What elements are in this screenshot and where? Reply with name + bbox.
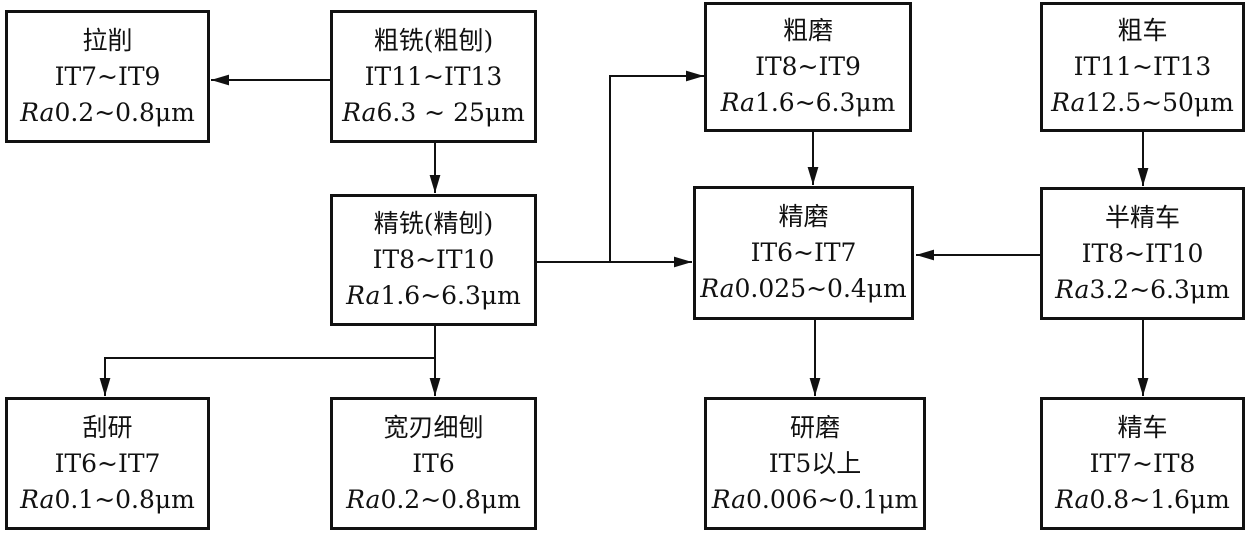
ra-symbol: Ra [346,281,381,310]
node-roughness: Ra12.5~50μm [1051,85,1234,121]
ra-value: 3.2~6.3μm [1089,274,1230,304]
node-jingmo: 精磨 IT6~IT7 Ra0.025~0.4μm [693,186,914,320]
ra-value: 1.6~6.3μm [380,281,521,310]
ra-value: 0.2~0.8μm [54,97,195,127]
node-grade: IT8~IT10 [372,245,495,274]
arrow-jingxi-to-cumo [609,70,704,262]
node-yanmo: 研磨 IT5以上 Ra0.006~0.1μm [704,397,926,530]
ra-value: 0.006~0.1μm [746,484,919,514]
node-roughness: Ra0.8~1.6μm [1055,482,1230,518]
ra-symbol: Ra [1055,274,1090,304]
node-roughness: Ra0.025~0.4μm [700,271,907,307]
ra-value: 1.6~6.3μm [754,88,896,117]
node-roughness: Ra0.2~0.8μm [20,95,195,131]
node-title: 宽刃细刨 [383,412,484,442]
node-roughness: Ra1.6~6.3μm [721,85,896,121]
node-grade: IT8~IT9 [755,52,861,81]
ra-symbol: Ra [346,484,381,514]
node-grade: IT11~IT13 [364,61,503,91]
ra-symbol: Ra [20,484,55,514]
node-guayan: 刮研 IT6~IT7 Ra0.1~0.8μm [5,397,210,530]
node-roughness: Ra0.006~0.1μm [712,482,919,518]
node-roughness: Ra1.6~6.3μm [346,278,521,314]
node-title: 粗铣(粗刨) [373,25,494,55]
node-grade: IT11~IT13 [1073,52,1212,81]
arrow-jingxi-to-guayan [99,357,435,396]
ra-symbol: Ra [342,97,377,127]
ra-symbol: Ra [711,484,747,514]
node-title: 粗磨 [782,16,833,45]
node-title: 研磨 [789,412,840,442]
ra-value: 0.1~0.8μm [54,484,195,514]
node-jingxi: 精铣(精刨) IT8~IT10 Ra1.6~6.3μm [330,194,537,326]
node-grade: IT7~IT9 [54,61,161,91]
node-cuche: 粗车 IT11~IT13 Ra12.5~50μm [1040,2,1245,132]
node-title: 精车 [1117,412,1168,442]
node-jingche: 精车 IT7~IT8 Ra0.8~1.6μm [1040,397,1245,530]
node-roughness: Ra0.1~0.8μm [20,482,195,518]
ra-symbol: Ra [700,274,735,303]
node-grade: IT5以上 [768,448,862,478]
ra-value: 6.3 ~ 25μm [376,97,525,127]
node-roughness: Ra6.3 ~ 25μm [342,95,525,131]
node-title: 精磨 [778,202,829,231]
node-title: 半精车 [1104,202,1180,232]
node-grade: IT6 [412,448,455,478]
node-banjingche: 半精车 IT8~IT10 Ra3.2~6.3μm [1040,187,1245,320]
node-grade: IT6~IT7 [54,448,161,478]
node-kuanren: 宽刃细刨 IT6 Ra0.2~0.8μm [330,397,537,530]
ra-value: 12.5~50μm [1085,88,1234,117]
ra-symbol: Ra [1055,484,1090,514]
node-cumo: 粗磨 IT8~IT9 Ra1.6~6.3μm [704,2,912,132]
ra-value: 0.2~0.8μm [380,484,521,514]
node-grade: IT6~IT7 [750,238,857,267]
ra-symbol: Ra [720,88,755,117]
node-roughness: Ra0.2~0.8μm [346,482,521,518]
node-grade: IT8~IT10 [1081,238,1204,268]
ra-value: 0.8~1.6μm [1089,484,1230,514]
ra-value: 0.025~0.4μm [734,274,907,303]
node-title: 刮研 [82,412,133,442]
ra-symbol: Ra [1051,88,1086,117]
node-lashao: 拉削 IT7~IT9 Ra0.2~0.8μm [5,10,210,143]
node-cuxi: 粗铣(粗刨) IT11~IT13 Ra6.3 ~ 25μm [330,10,537,143]
node-roughness: Ra3.2~6.3μm [1055,272,1230,308]
ra-symbol: Ra [20,97,55,127]
node-title: 拉削 [82,25,133,55]
node-grade: IT7~IT8 [1089,448,1196,478]
node-title: 精铣(精刨) [373,209,494,238]
node-title: 粗车 [1117,16,1168,45]
